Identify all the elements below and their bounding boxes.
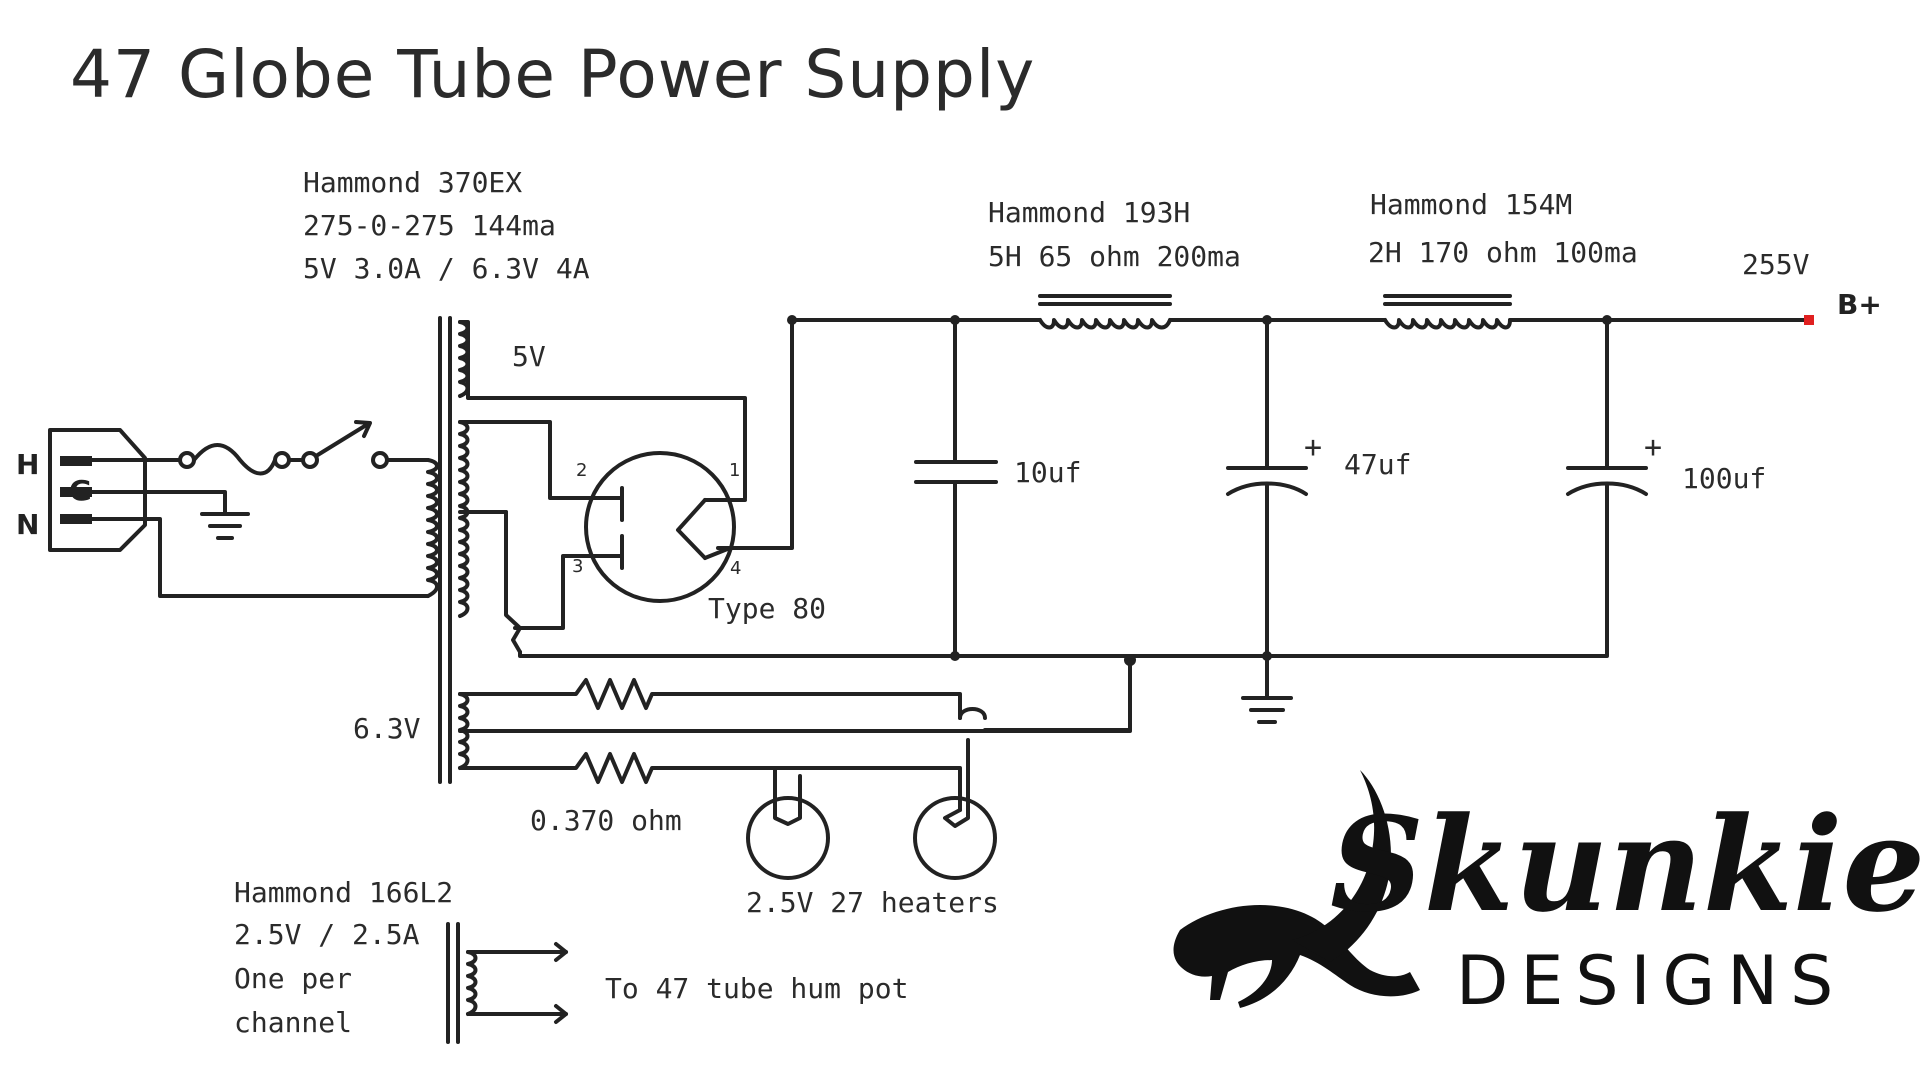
mains-ground-label: G	[69, 474, 92, 507]
skunk-logo-icon	[1173, 770, 1420, 1008]
wire-5v-top	[458, 320, 747, 500]
choke-193h	[1038, 294, 1172, 330]
wire-hv-top	[458, 420, 624, 500]
capacitor-10uf-label: 10uf	[1014, 456, 1082, 489]
filament-transformer-model: Hammond 166L2	[234, 876, 454, 909]
chassis-ground-symbol	[90, 490, 250, 540]
heater-circuit	[458, 658, 1132, 812]
output-label: B+	[1837, 288, 1882, 321]
mains-plug	[48, 428, 147, 552]
capacitor-47uf-plus: +	[1304, 430, 1323, 465]
choke1-spec: 5H 65 ohm 200ma	[988, 240, 1241, 273]
rectifier-tube	[584, 318, 794, 603]
choke2-model: Hammond 154M	[1370, 188, 1573, 221]
capacitor-47uf	[1226, 318, 1308, 661]
resistor-label: 0.370 ohm	[530, 804, 682, 837]
choke1-model: Hammond 193H	[988, 196, 1191, 229]
hum-pot-label: To 47 tube hum pot	[605, 972, 909, 1005]
heater-lamp-2	[913, 738, 997, 880]
power-transformer-hv-rating: 275-0-275 144ma	[303, 209, 556, 242]
capacitor-100uf	[1265, 318, 1648, 658]
rectifier-pin-3: 3	[572, 556, 584, 577]
output-terminal	[1804, 315, 1814, 325]
rectifier-pin-4: 4	[730, 558, 742, 579]
power-transformer	[426, 316, 470, 784]
power-transformer-model: Hammond 370EX	[303, 166, 523, 199]
capacitor-100uf-plus: +	[1644, 430, 1663, 465]
mains-neutral-label: N	[16, 508, 40, 541]
diagram-title: 47 Globe Tube Power Supply	[70, 36, 1036, 113]
fuse-and-switch	[90, 420, 430, 476]
logo-brand: Skunkie	[1330, 788, 1920, 941]
rectifier-pin-1: 1	[729, 460, 741, 481]
power-transformer-lv-rating: 5V 3.0A / 6.3V 4A	[303, 252, 590, 285]
output-voltage: 255V	[1742, 248, 1810, 281]
winding-63v-label: 6.3V	[353, 712, 421, 745]
mains-hot-label: H	[16, 448, 40, 481]
choke-154m	[1383, 294, 1512, 330]
logo-sub: DESIGNS	[1456, 942, 1846, 1021]
heater-lamp-1	[746, 774, 830, 880]
wire-hv-to-pin3	[513, 554, 624, 630]
filament-transformer	[446, 922, 568, 1044]
filament-transformer-note-2: channel	[234, 1006, 353, 1039]
heaters-label: 2.5V 27 heaters	[746, 886, 999, 919]
wire-hv-bottom	[458, 510, 522, 654]
neutral-wire	[90, 517, 430, 598]
choke2-spec: 2H 170 ohm 100ma	[1368, 236, 1638, 269]
capacitor-100uf-label: 100uf	[1682, 462, 1767, 495]
hv-centertap	[518, 650, 1132, 658]
capacitor-10uf	[914, 318, 998, 661]
capacitor-47uf-label: 47uf	[1344, 448, 1412, 481]
rectifier-type-label: Type 80	[708, 592, 827, 625]
rail-ground-symbol	[1241, 654, 1293, 724]
rectifier-pin-2: 2	[576, 460, 588, 481]
filament-transformer-note-1: One per	[234, 962, 353, 995]
filament-transformer-rating: 2.5V / 2.5A	[234, 918, 420, 951]
winding-5v-label: 5V	[512, 340, 546, 373]
